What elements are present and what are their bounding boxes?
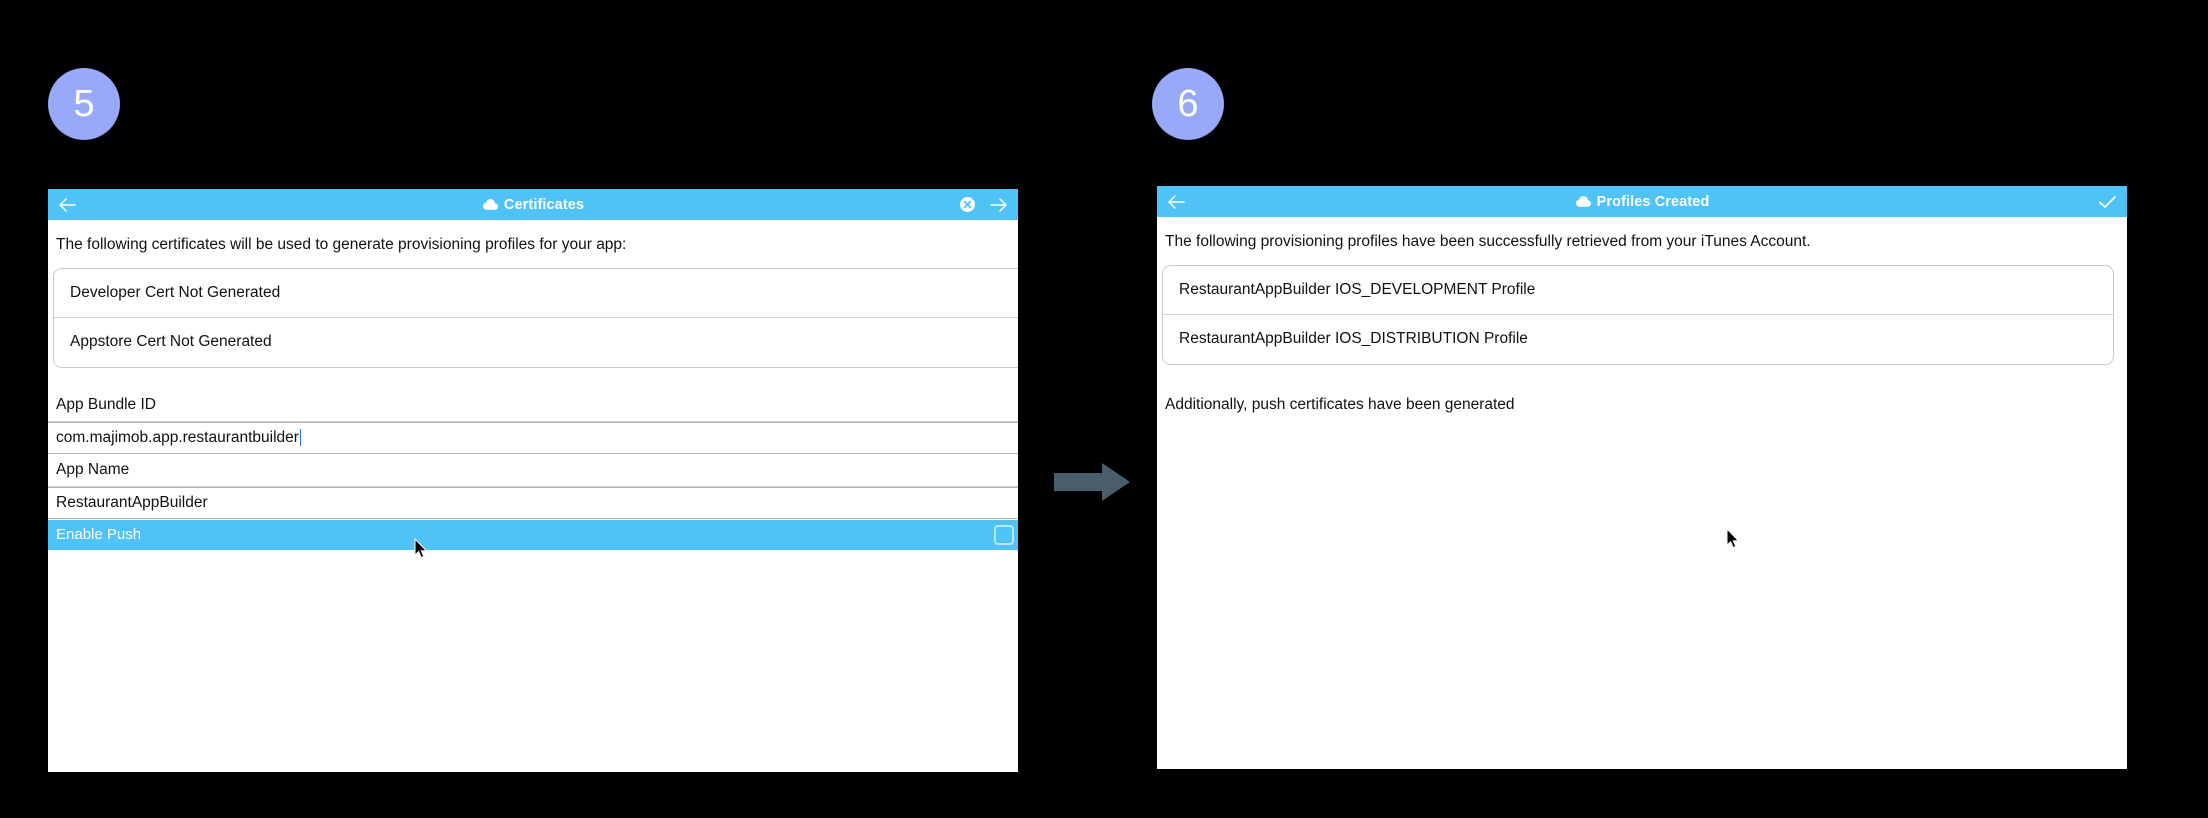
- certificates-intro-text: The following certificates will be used …: [56, 236, 627, 253]
- profiles-body: The following provisioning profiles have…: [1157, 217, 2127, 769]
- cloud-icon: [1575, 195, 1592, 208]
- certificates-title: Certificates: [503, 196, 585, 213]
- back-arrow-icon[interactable]: [58, 197, 76, 213]
- profiles-intro-text: The following provisioning profiles have…: [1165, 233, 1811, 250]
- push-certificates-note: Additionally, push certificates have bee…: [1165, 395, 1515, 413]
- step-badge-5: 5: [48, 68, 120, 140]
- right-arrow-icon: [1052, 461, 1132, 503]
- forward-arrow-icon[interactable]: [990, 197, 1008, 213]
- text-caret: [299, 429, 301, 447]
- app-bundle-id-value: com.majimob.app.restaurantbuilder: [56, 428, 299, 446]
- app-name-input[interactable]: RestaurantAppBuilder: [48, 486, 1018, 519]
- enable-push-label: Enable Push: [56, 526, 142, 544]
- back-arrow-icon[interactable]: [1167, 194, 1185, 210]
- step-badge-6: 6: [1152, 68, 1224, 140]
- enable-push-row[interactable]: Enable Push: [48, 519, 1018, 550]
- certificates-body: The following certificates will be used …: [48, 220, 1018, 772]
- profile-card-list: RestaurantAppBuilder IOS_DEVELOPMENT Pro…: [1162, 264, 2114, 365]
- certificates-titlebar: Certificates: [48, 189, 1018, 220]
- cloud-icon: [482, 198, 499, 211]
- certificate-row-developer[interactable]: Developer Cert Not Generated: [54, 268, 1018, 318]
- app-bundle-id-label: App Bundle ID: [48, 388, 1018, 422]
- app-bundle-id-input[interactable]: com.majimob.app.restaurantbuilder: [48, 421, 1018, 454]
- profiles-title: Profiles Created: [1596, 193, 1710, 210]
- profile-row-distribution[interactable]: RestaurantAppBuilder IOS_DISTRIBUTION Pr…: [1163, 314, 2113, 364]
- app-name-label: App Name: [48, 453, 1018, 487]
- close-circle-icon[interactable]: [959, 196, 976, 213]
- certificate-card-list: Developer Cert Not Generated Appstore Ce…: [53, 267, 1018, 368]
- profile-row-development[interactable]: RestaurantAppBuilder IOS_DEVELOPMENT Pro…: [1163, 265, 2113, 315]
- app-details-form: App Bundle ID com.majimob.app.restaurant…: [48, 388, 1018, 550]
- certificates-screen: Certificates The following certif: [48, 189, 1018, 772]
- enable-push-checkbox[interactable]: [994, 524, 1014, 545]
- profiles-created-screen: Profiles Created The following provision…: [1157, 186, 2127, 769]
- check-icon[interactable]: [2098, 194, 2117, 210]
- app-name-value: RestaurantAppBuilder: [56, 493, 208, 511]
- certificate-row-appstore[interactable]: Appstore Cert Not Generated: [54, 317, 1018, 367]
- profiles-titlebar: Profiles Created: [1157, 186, 2127, 217]
